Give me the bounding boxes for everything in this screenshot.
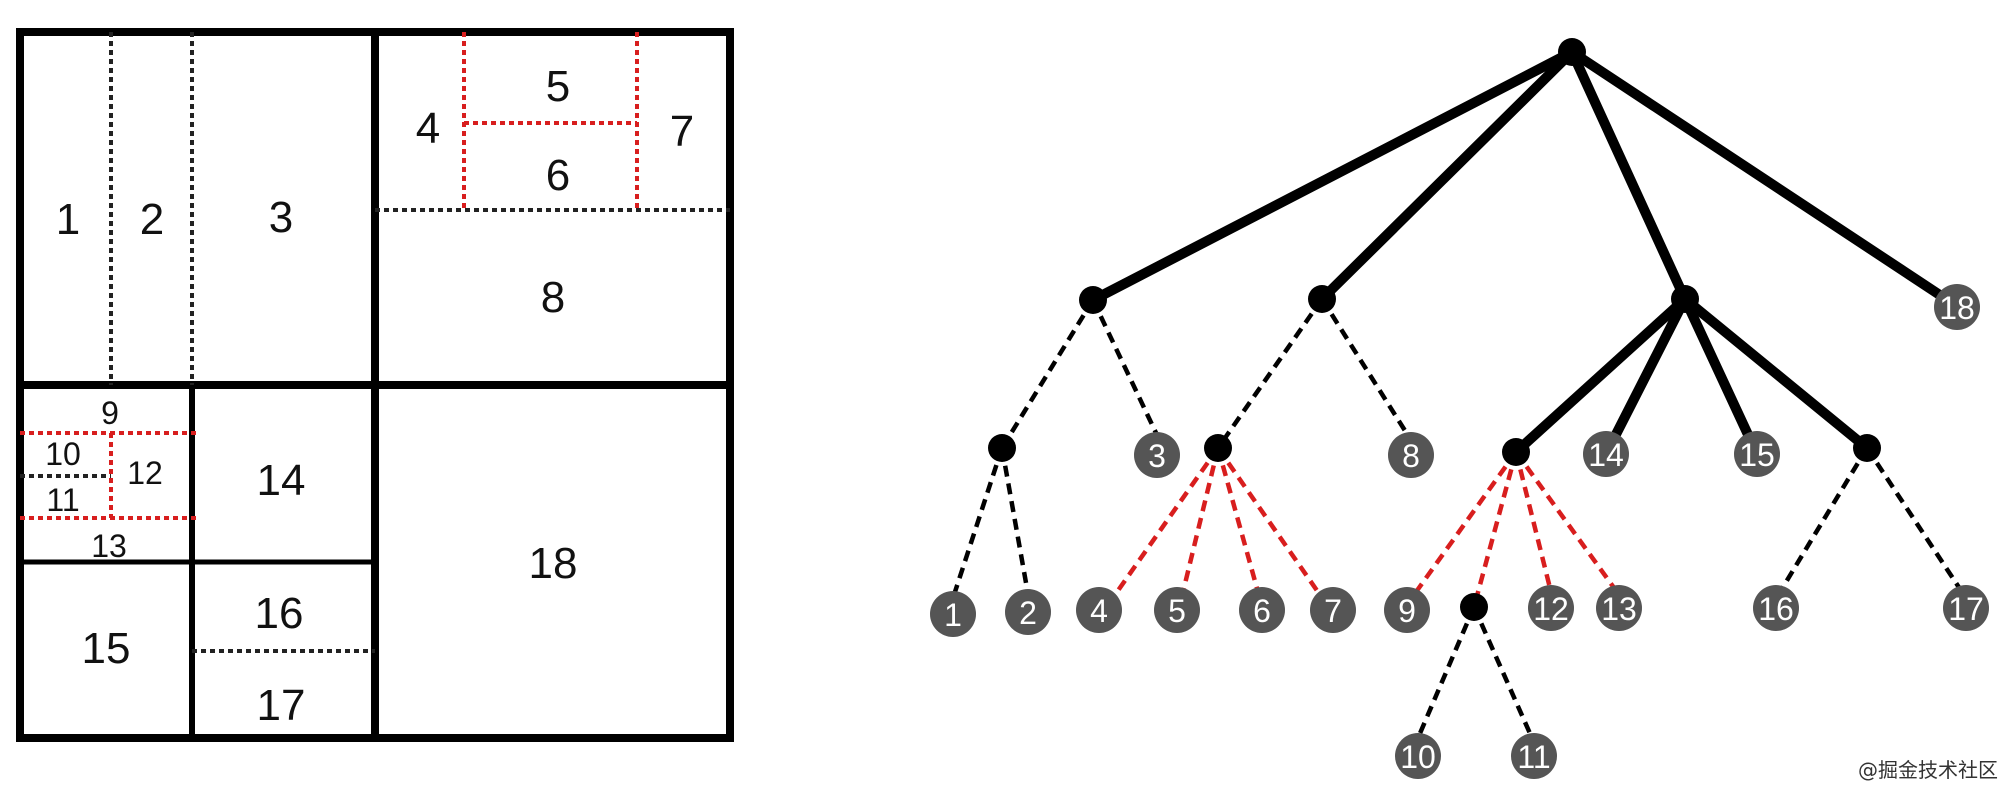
region-label-10: 10 — [45, 436, 81, 472]
tree-leaf-label-16: 16 — [1758, 591, 1794, 627]
tree-leaf-6: 6 — [1239, 587, 1285, 633]
tree-leaf-label-1: 1 — [944, 597, 962, 633]
partition-diagram: 1 2 3 4 5 6 7 8 9 10 11 12 13 14 15 16 1… — [16, 28, 734, 742]
tree-leaf-4: 4 — [1076, 587, 1122, 633]
region-label-15: 15 — [82, 624, 131, 673]
tree-leaf-15: 15 — [1734, 431, 1780, 477]
region-label-8: 8 — [541, 273, 565, 322]
tree-node-a — [1079, 286, 1107, 314]
tree-node-c-edges — [1511, 294, 1872, 459]
tree-node-h — [1460, 593, 1488, 621]
edge-e-7 — [1216, 446, 1320, 594]
edge-f-h — [1471, 451, 1519, 608]
edge-f-13 — [1514, 450, 1619, 594]
tree-leaf-label-4: 4 — [1090, 593, 1108, 629]
tree-node-d — [988, 434, 1016, 462]
edge-c-15 — [1680, 294, 1762, 459]
tree-node-b — [1308, 285, 1336, 313]
tree-leaf-label-7: 7 — [1324, 593, 1342, 629]
tree-root-node — [1558, 38, 1586, 66]
region-label-6: 6 — [546, 151, 570, 200]
tree-leaf-8: 8 — [1388, 432, 1434, 478]
edge-g-16 — [1778, 446, 1869, 594]
edge-h-11 — [1471, 606, 1535, 739]
edge-e-4 — [1115, 446, 1220, 594]
tree-red-dashed-edges — [1115, 446, 1619, 608]
region-label-13: 13 — [91, 528, 127, 564]
tree-leaf-10: 10 — [1395, 733, 1441, 779]
tree-leaf-nodes: 1 2 3 4 5 6 7 8 9 10 11 12 13 14 15 16 1… — [930, 284, 1989, 779]
edge-root-a — [1088, 47, 1577, 305]
edge-d-1 — [950, 447, 1005, 599]
edge-f-9 — [1414, 450, 1518, 594]
tree-leaf-11: 11 — [1511, 733, 1557, 779]
edge-a-3 — [1090, 299, 1160, 436]
tree-leaf-label-3: 3 — [1148, 438, 1166, 474]
edge-c-14 — [1601, 294, 1690, 459]
tree-node-c — [1671, 285, 1699, 313]
tree-leaf-1: 1 — [930, 591, 976, 637]
tree-leaf-9: 9 — [1384, 587, 1430, 633]
tree-leaf-13: 13 — [1596, 585, 1642, 631]
tree-leaf-3: 3 — [1134, 432, 1180, 478]
tree-leaf-label-2: 2 — [1019, 595, 1037, 631]
tree-leaf-12: 12 — [1528, 585, 1574, 631]
edge-e-6 — [1215, 447, 1261, 593]
tree-internal-nodes — [988, 38, 1881, 621]
tree-node-f — [1502, 438, 1530, 466]
region-label-5: 5 — [546, 62, 570, 111]
tree-leaf-label-6: 6 — [1253, 593, 1271, 629]
tree-leaf-label-14: 14 — [1588, 437, 1624, 473]
edge-b-e — [1216, 297, 1324, 450]
tree-dashed-edges — [950, 297, 1964, 739]
region-label-16: 16 — [255, 589, 304, 638]
watermark-text: @掘金技术社区 — [1858, 758, 1998, 782]
region-label-1: 1 — [56, 195, 80, 244]
tree-leaf-5: 5 — [1154, 587, 1200, 633]
tree-leaf-17: 17 — [1943, 585, 1989, 631]
edge-c-g — [1680, 294, 1872, 453]
edge-c-f — [1511, 294, 1690, 457]
edge-b-8 — [1320, 297, 1411, 439]
region-label-18: 18 — [529, 539, 578, 588]
tree-leaf-label-13: 13 — [1601, 591, 1637, 627]
edge-g-17 — [1865, 446, 1964, 594]
tree-node-e — [1204, 434, 1232, 462]
tree-leaf-2: 2 — [1005, 589, 1051, 635]
region-label-14: 14 — [257, 456, 306, 505]
edge-root-18 — [1567, 47, 1963, 312]
region-label-3: 3 — [269, 193, 293, 242]
tree-leaf-label-12: 12 — [1533, 591, 1569, 627]
edge-e-5 — [1180, 447, 1221, 593]
region-label-11: 11 — [46, 482, 79, 518]
tree-leaf-label-5: 5 — [1168, 593, 1186, 629]
region-label-4: 4 — [416, 104, 440, 153]
edge-root-b — [1317, 47, 1577, 304]
tree-leaf-label-11: 11 — [1517, 739, 1550, 775]
tree-leaf-16: 16 — [1753, 585, 1799, 631]
region-label-7: 7 — [670, 107, 694, 156]
edge-a-d — [1000, 298, 1095, 450]
tree-leaf-7: 7 — [1310, 587, 1356, 633]
edge-f-12 — [1513, 451, 1554, 593]
tree-leaf-label-8: 8 — [1402, 438, 1420, 474]
edge-d-2 — [999, 447, 1031, 595]
tree-root-edges — [1088, 47, 1963, 312]
region-label-17: 17 — [257, 681, 306, 730]
tree-node-g — [1853, 434, 1881, 462]
edge-h-10 — [1415, 606, 1477, 739]
edge-root-c — [1567, 47, 1690, 304]
tree-leaf-18: 18 — [1934, 284, 1980, 330]
tree-leaf-label-15: 15 — [1739, 437, 1775, 473]
tree-leaf-label-9: 9 — [1398, 593, 1416, 629]
tree-leaf-14: 14 — [1583, 431, 1629, 477]
tree-leaf-label-18: 18 — [1939, 290, 1975, 326]
region-label-12: 12 — [127, 455, 163, 491]
tree-leaf-label-17: 17 — [1948, 591, 1984, 627]
region-label-2: 2 — [140, 195, 164, 244]
tree-leaf-label-10: 10 — [1400, 739, 1436, 775]
region-label-9: 9 — [101, 395, 119, 431]
tree-diagram: 1 2 3 4 5 6 7 8 9 10 11 12 13 14 15 16 1… — [930, 38, 1989, 779]
